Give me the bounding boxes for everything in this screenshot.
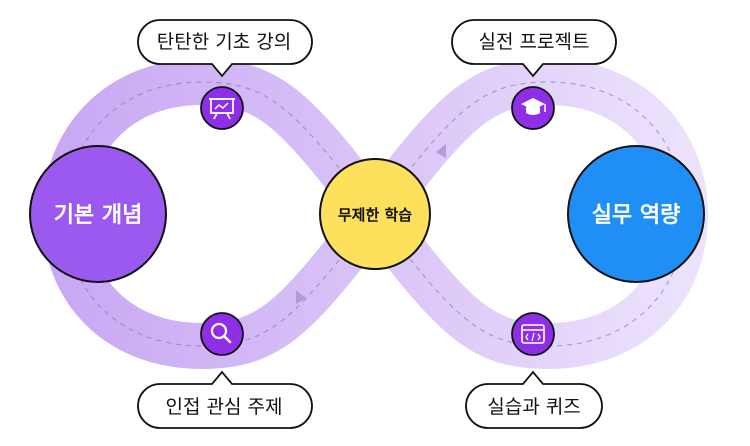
node-practical-skills-label: 실무 역량 <box>592 203 681 228</box>
graduation-cap-icon <box>511 86 555 130</box>
node-basic-concepts: 기본 개념 <box>29 145 167 283</box>
callout-top-right-label: 실전 프로젝트 <box>479 31 590 53</box>
callout-bottom-left-label: 인접 관심 주제 <box>166 396 283 418</box>
callout-bottom-right: 실습과 퀴즈 <box>465 370 603 429</box>
callout-bottom-right-label: 실습과 퀴즈 <box>487 396 580 418</box>
node-practical-skills: 실무 역량 <box>567 145 705 283</box>
callout-top-left-label: 탄탄한 기초 강의 <box>157 31 291 53</box>
presentation-board-icon <box>200 86 244 130</box>
search-icon <box>200 312 244 356</box>
callout-top-right: 실전 프로젝트 <box>451 19 617 78</box>
node-unlimited-learning-label: 무제한 학습 <box>338 206 412 224</box>
code-window-icon <box>511 312 555 356</box>
node-basic-concepts-label: 기본 개념 <box>54 203 143 228</box>
node-unlimited-learning: 무제한 학습 <box>319 158 431 270</box>
flow-arrow-lower <box>296 290 306 304</box>
flow-arrow-upper <box>436 144 446 158</box>
callout-bottom-left: 인접 관심 주제 <box>137 370 313 429</box>
callout-top-left: 탄탄한 기초 강의 <box>137 19 313 78</box>
